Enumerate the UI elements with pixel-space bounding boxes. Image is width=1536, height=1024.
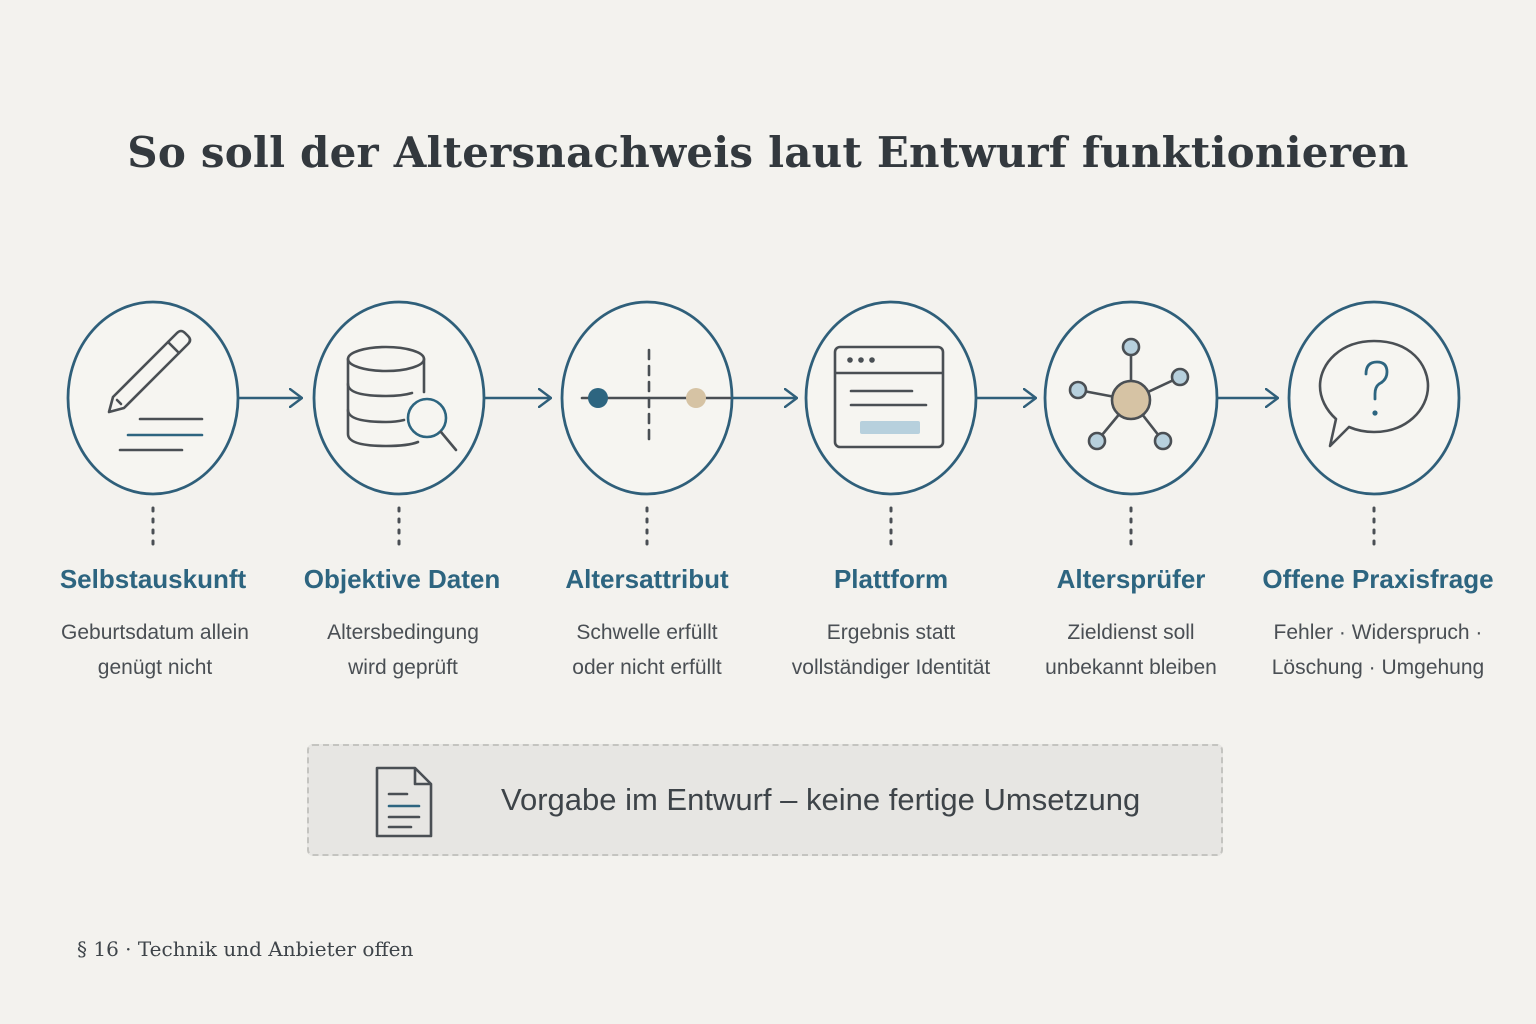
database-search-icon — [346, 345, 458, 452]
step-label-alterspruefer: Altersprüfer — [1056, 564, 1206, 594]
draft-note-box: Vorgabe im Entwurf – keine fertige Umset… — [307, 744, 1223, 856]
step-desc-objektive-daten: Altersbedingung wird geprüft — [273, 615, 533, 685]
step-desc-offene-praxisfrage: Fehler · Widerspruch · Löschung · Umgehu… — [1248, 615, 1508, 685]
step-desc-line: vollständiger Identität — [791, 656, 991, 679]
question-bubble-icon — [1318, 339, 1430, 448]
step-label-offene-praxisfrage: Offene Praxisfrage — [1262, 564, 1494, 594]
step-desc-line: Geburtsdatum allein — [61, 621, 249, 644]
network-hub-icon — [1068, 337, 1190, 451]
step-circle-1 — [66, 300, 240, 496]
step-desc-alterspruefer: Zieldienst soll unbekannt bleiben — [1001, 615, 1261, 685]
step-desc-selbstauskunft: Geburtsdatum allein genügt nicht — [25, 615, 285, 685]
dotted-connectors — [151, 506, 1376, 550]
step-desc-line: Schwelle erfüllt — [576, 621, 718, 644]
step-circle-4 — [804, 300, 978, 496]
step-label-objektive-daten: Objektive Daten — [303, 564, 501, 594]
document-icon — [375, 766, 433, 838]
step-desc-line: unbekannt bleiben — [1045, 656, 1217, 679]
step-desc-line: Fehler · Widerspruch · — [1273, 621, 1483, 644]
browser-window-icon — [833, 345, 945, 449]
threshold-icon — [580, 348, 732, 448]
step-desc-altersattribut: Schwelle erfüllt oder nicht erfüllt — [517, 615, 777, 685]
step-desc-line: Altersbedingung — [327, 621, 479, 644]
step-desc-line: Ergebnis statt — [826, 621, 956, 644]
footer-note: § 16 · Technik und Anbieter offen — [77, 937, 414, 961]
step-desc-line: Zieldienst soll — [1067, 621, 1195, 644]
step-label-plattform: Plattform — [833, 564, 949, 594]
step-desc-plattform: Ergebnis statt vollständiger Identität — [761, 615, 1021, 685]
step-desc-line: genügt nicht — [97, 656, 213, 679]
step-circle-2 — [312, 300, 486, 496]
step-desc-line: wird geprüft — [348, 656, 458, 679]
draft-note-text: Vorgabe im Entwurf – keine fertige Umset… — [501, 782, 1141, 817]
page-title: So soll der Altersnachweis laut Entwurf … — [127, 128, 1409, 177]
step-desc-line: oder nicht erfüllt — [572, 656, 722, 679]
step-desc-line: Löschung · Umgehung — [1271, 656, 1485, 679]
pencil-icon — [107, 329, 204, 452]
step-label-selbstauskunft: Selbstauskunft — [59, 564, 247, 594]
step-label-altersattribut: Altersattribut — [565, 564, 729, 594]
